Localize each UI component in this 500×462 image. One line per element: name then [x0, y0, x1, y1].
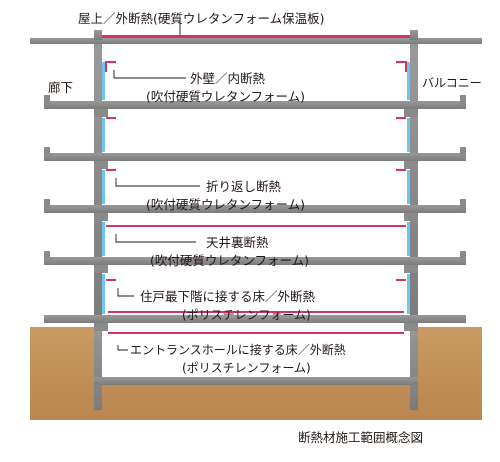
floor-slabs [44, 101, 466, 323]
label-ceiling-1: 天井裏断熱 [206, 235, 269, 250]
label-entrance-1: エントランスホールに接する床／外断熱 [130, 342, 346, 357]
balcony-edges [44, 95, 466, 261]
roof-insulation [102, 35, 410, 38]
foundation-wall-left [94, 320, 102, 410]
column-left [94, 38, 102, 324]
foundation-slab [94, 377, 418, 385]
roof-slab [30, 38, 482, 44]
label-roof: 屋上／外断熱(硬質ウレタンフォーム保温板) [78, 11, 325, 26]
label-foldback-2: (吹付硬質ウレタンフォーム) [146, 197, 305, 212]
label-lowest-floor-2: (ポリスチレンフォーム) [182, 308, 311, 322]
label-lowest-floor-1: 住戸最下階に接する床／外断熱 [140, 289, 316, 304]
insulation-lines [105, 61, 407, 334]
label-corridor: 廊下 [48, 80, 73, 95]
label-foldback-1: 折り返し断熱 [206, 179, 282, 194]
roof-parapet-right [410, 30, 418, 40]
window-glass [102, 62, 410, 314]
diagram-caption: 断熱材施工範囲概念図 [298, 430, 423, 445]
label-ceiling-2: (吹付硬質ウレタンフォーム) [150, 253, 309, 268]
leader-lines [113, 20, 200, 351]
label-wall-1: 外壁／内断熱 [190, 71, 266, 86]
label-wall-2: (吹付硬質ウレタンフォーム) [146, 89, 305, 104]
entrance-hall-space [100, 327, 412, 379]
foundation-wall-right [410, 320, 418, 410]
roof-parapet-left [94, 30, 102, 40]
label-balcony: バルコニー [422, 76, 482, 90]
column-right [410, 38, 418, 324]
beams [94, 109, 418, 331]
label-entrance-2: (ポリスチレンフォーム) [182, 361, 311, 375]
